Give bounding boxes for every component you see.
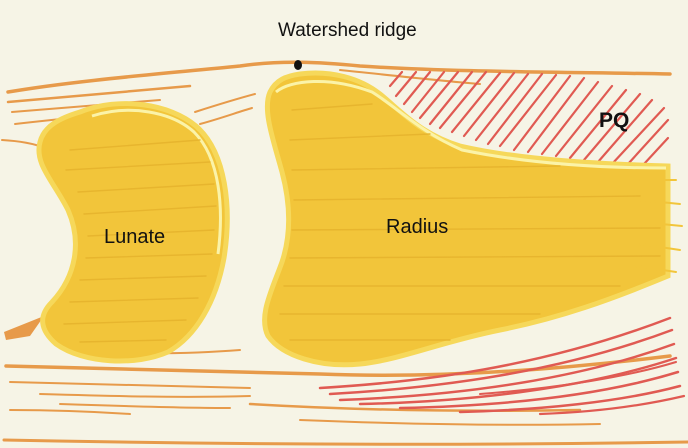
pq-label: PQ [599,109,630,132]
lunate-bone [36,101,230,364]
volar-strand-1 [9,381,251,389]
left-orange-wedge [4,316,44,340]
radius-bone [262,70,683,368]
dorsal-strand-4 [194,93,256,113]
lunate-texture [63,139,217,343]
radius-highlight [275,79,667,170]
dorsal-strand-2 [11,99,161,113]
volar-capsule-line [4,354,672,377]
radius-texture [279,103,661,341]
lunate-label: Lunate [104,226,166,248]
dorsal-strand-5 [199,107,253,125]
lunate-highlight [91,108,222,255]
volar-strand-5 [248,402,582,412]
radius-label: Radius [386,216,449,238]
dorsal-capsule-line [6,60,672,94]
radius-fringe [635,179,683,273]
volar-strand-4 [59,403,231,409]
pq-muscle-hatching [388,70,670,166]
watershed-ridge-marker [294,60,302,70]
dorsal-strand-1 [6,84,192,104]
volar-strand-2 [39,393,251,398]
lunate-outline [36,101,230,364]
volar-muscle-strands [318,316,686,416]
volar-strand-7 [9,409,131,415]
watershed-ridge-label: Watershed ridge [278,20,417,41]
bottom-edge-line [2,438,688,446]
volar-strand-6 [299,419,601,426]
